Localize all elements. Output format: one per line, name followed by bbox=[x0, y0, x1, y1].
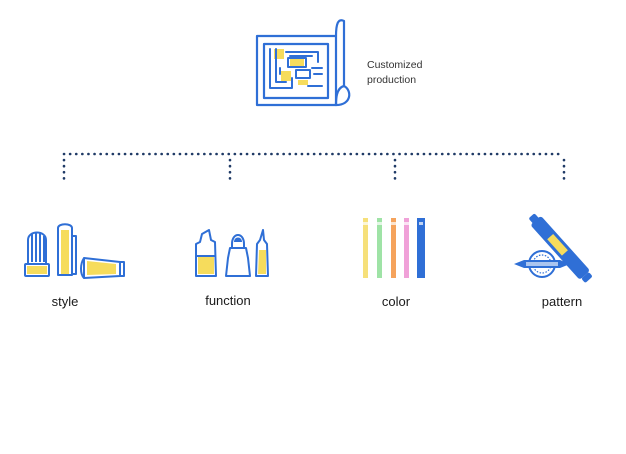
branch-label-function: function bbox=[205, 293, 251, 308]
printed-marker-icon bbox=[514, 213, 592, 283]
branch-label-pattern: pattern bbox=[541, 294, 583, 309]
root-label-line-2: production bbox=[367, 74, 417, 86]
root-label-line-1: Customized bbox=[367, 59, 423, 71]
marker-caps-icon bbox=[24, 223, 125, 279]
blueprint-icon bbox=[255, 19, 351, 107]
branch-label-style: style bbox=[51, 294, 79, 309]
root-label: Customized production bbox=[367, 58, 457, 88]
branch-label-color: color bbox=[381, 294, 411, 309]
color-markers-icon bbox=[363, 218, 425, 278]
marker-tips-icon bbox=[195, 229, 269, 277]
dotted-connector bbox=[62, 152, 566, 186]
